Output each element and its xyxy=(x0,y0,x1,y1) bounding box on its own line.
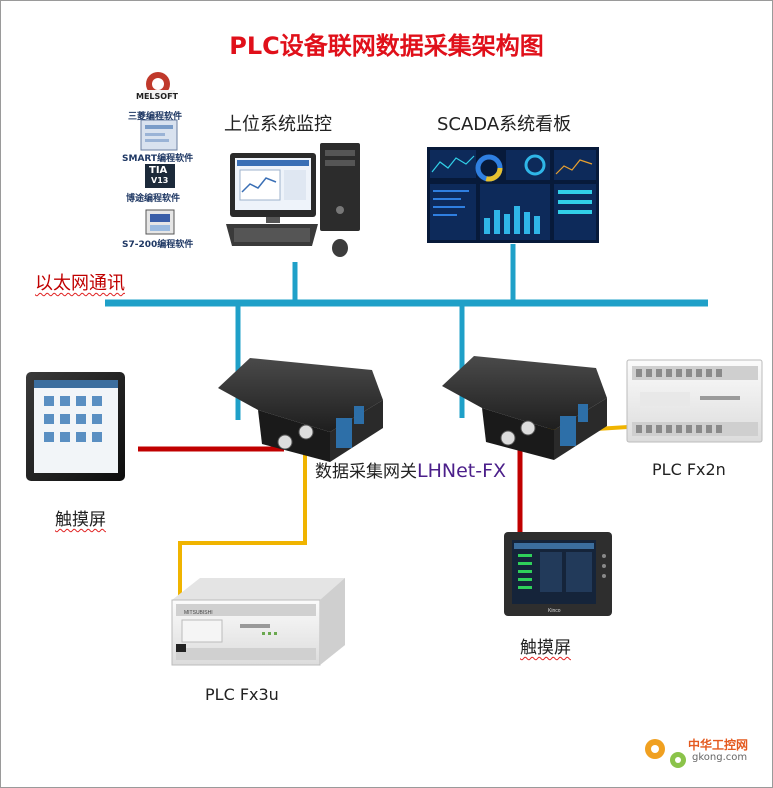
software-item-2: 博途编程软件 xyxy=(126,194,181,204)
watermark-gear-icon xyxy=(645,739,686,768)
scada-label: SCADA系统看板 xyxy=(437,114,572,135)
touch-screen-right-device: Kinco xyxy=(504,532,612,616)
melsoft-logo-text: MELSOFT xyxy=(136,92,179,101)
plc-fx3u-device: MITSUBISHI xyxy=(171,578,345,666)
desktop-computer-icon xyxy=(226,143,360,257)
gateway-label: 数据采集网关LHNet-FX xyxy=(315,457,506,482)
plc-fx2n-label: PLC Fx2n xyxy=(652,460,726,479)
touch-screen-left-device xyxy=(26,372,125,481)
plc-fx2n-device xyxy=(626,359,763,443)
software-item-0: 三菱编程软件 xyxy=(128,112,183,122)
upper-monitor-label: 上位系统监控 xyxy=(224,114,332,135)
touch-screen-left-text: 触摸屏 xyxy=(55,510,106,530)
diagram-title: PLC设备联网数据采集架构图 xyxy=(229,32,544,60)
touch-screen-right-text: 触摸屏 xyxy=(520,638,571,658)
software-panel xyxy=(140,72,178,235)
gateway-label-prefix: 数据采集网关 xyxy=(315,462,417,482)
ethernet-label-text: 以太网通讯 xyxy=(35,273,125,294)
watermark-text: 中华工控网 xyxy=(688,738,749,752)
gateway-label-model: LHNet-FX xyxy=(417,460,507,482)
tia-logo-text: TIA xyxy=(149,165,168,176)
ethernet-label: 以太网通讯 xyxy=(35,269,125,295)
data-gateway-left xyxy=(218,358,383,462)
touch-screen-right-label: 触摸屏 xyxy=(520,633,571,658)
software-item-1: SMART编程软件 xyxy=(122,154,194,164)
software-item-3: S7-200编程软件 xyxy=(122,240,194,250)
ethernet-bus xyxy=(105,244,708,420)
plc-brand-label: MITSUBISHI xyxy=(184,610,213,616)
plc-fx3u-label: PLC Fx3u xyxy=(205,685,279,704)
tia-version-text: V13 xyxy=(151,176,169,185)
touch-screen-left-label: 触摸屏 xyxy=(55,505,106,530)
watermark-url: gkong.com xyxy=(692,752,748,763)
touch-brand-label: Kinco xyxy=(548,608,561,614)
scada-dashboard-screen xyxy=(427,147,599,243)
data-gateway-right xyxy=(442,356,607,460)
